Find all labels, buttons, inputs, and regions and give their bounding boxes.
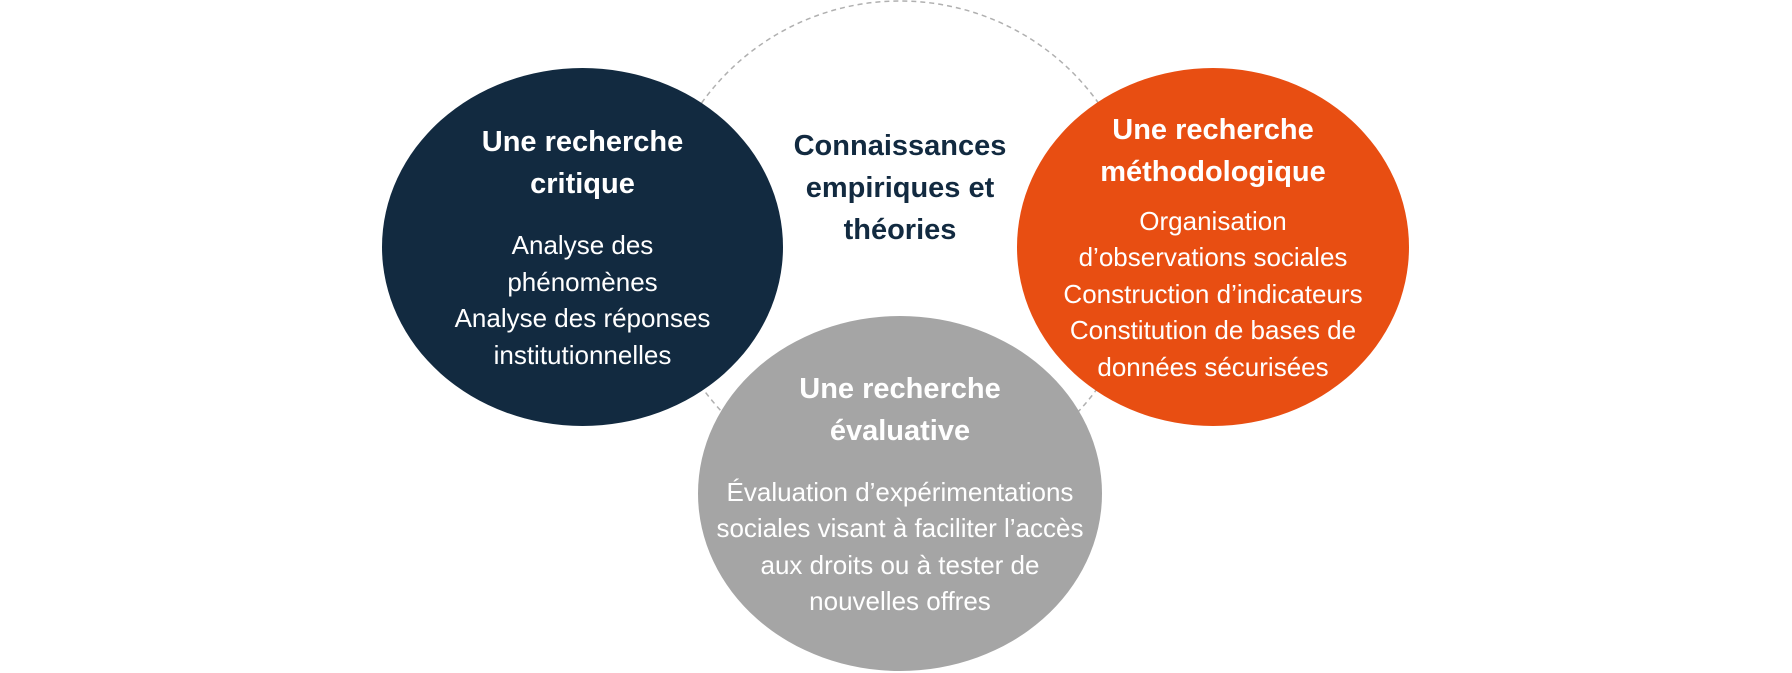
methodologique-body-line-2: d’observations sociales	[1078, 242, 1348, 273]
center-label: Connaissances empiriques et théories	[760, 125, 1040, 251]
critique-body: Analyse des phénomènes Analyse des répon…	[455, 227, 711, 373]
bubble-critique: Une recherche critique Analyse des phéno…	[382, 68, 783, 426]
bubble-evaluative: Une recherche évaluative Évaluation d’ex…	[698, 316, 1102, 671]
evaluative-body-line-1: Évaluation d’expérimentations	[726, 476, 1074, 507]
center-line-2: empiriques et	[805, 172, 995, 204]
critique-body-line-1: Analyse des	[511, 230, 654, 260]
methodologique-body-line-5: données sécurisées	[1097, 351, 1329, 382]
critique-body-line-4: institutionnelles	[493, 339, 672, 370]
center-line-1: Connaissances	[793, 130, 1007, 162]
methodologique-body-line-3: Construction d’indicateurs	[1063, 278, 1363, 309]
critique-title-line-1: Une recherche	[481, 126, 684, 158]
evaluative-body: Évaluation d’expérimentations sociales v…	[716, 474, 1083, 620]
methodologique-body-line-4: Constitution de bases de	[1069, 315, 1357, 346]
evaluative-body-line-2: sociales visant à faciliter l’accès	[716, 513, 1084, 543]
evaluative-title-line-2: évaluative	[829, 414, 971, 447]
methodologique-body-line-1: Organisation	[1139, 205, 1287, 236]
evaluative-body-line-3: aux droits ou à tester de	[760, 549, 1040, 580]
critique-title: Une recherche critique	[482, 121, 684, 205]
critique-body-line-2: phénomènes	[507, 266, 658, 297]
methodologique-body: Organisation d’observations sociales Con…	[1063, 203, 1362, 386]
bubble-methodologique: Une recherche méthodologique Organisatio…	[1017, 68, 1409, 426]
methodologique-title: Une recherche méthodologique	[1100, 109, 1326, 193]
evaluative-body-line-4: nouvelles offres	[809, 586, 991, 616]
evaluative-title-line-1: Une recherche	[799, 372, 1001, 405]
methodologique-title-line-2: méthodologique	[1100, 155, 1326, 188]
critique-title-line-2: critique	[530, 168, 635, 200]
methodologique-title-line-1: Une recherche	[1112, 113, 1314, 146]
center-line-3: théories	[843, 214, 957, 246]
evaluative-title: Une recherche évaluative	[799, 368, 1001, 452]
critique-body-line-3: Analyse des réponses	[454, 303, 711, 333]
